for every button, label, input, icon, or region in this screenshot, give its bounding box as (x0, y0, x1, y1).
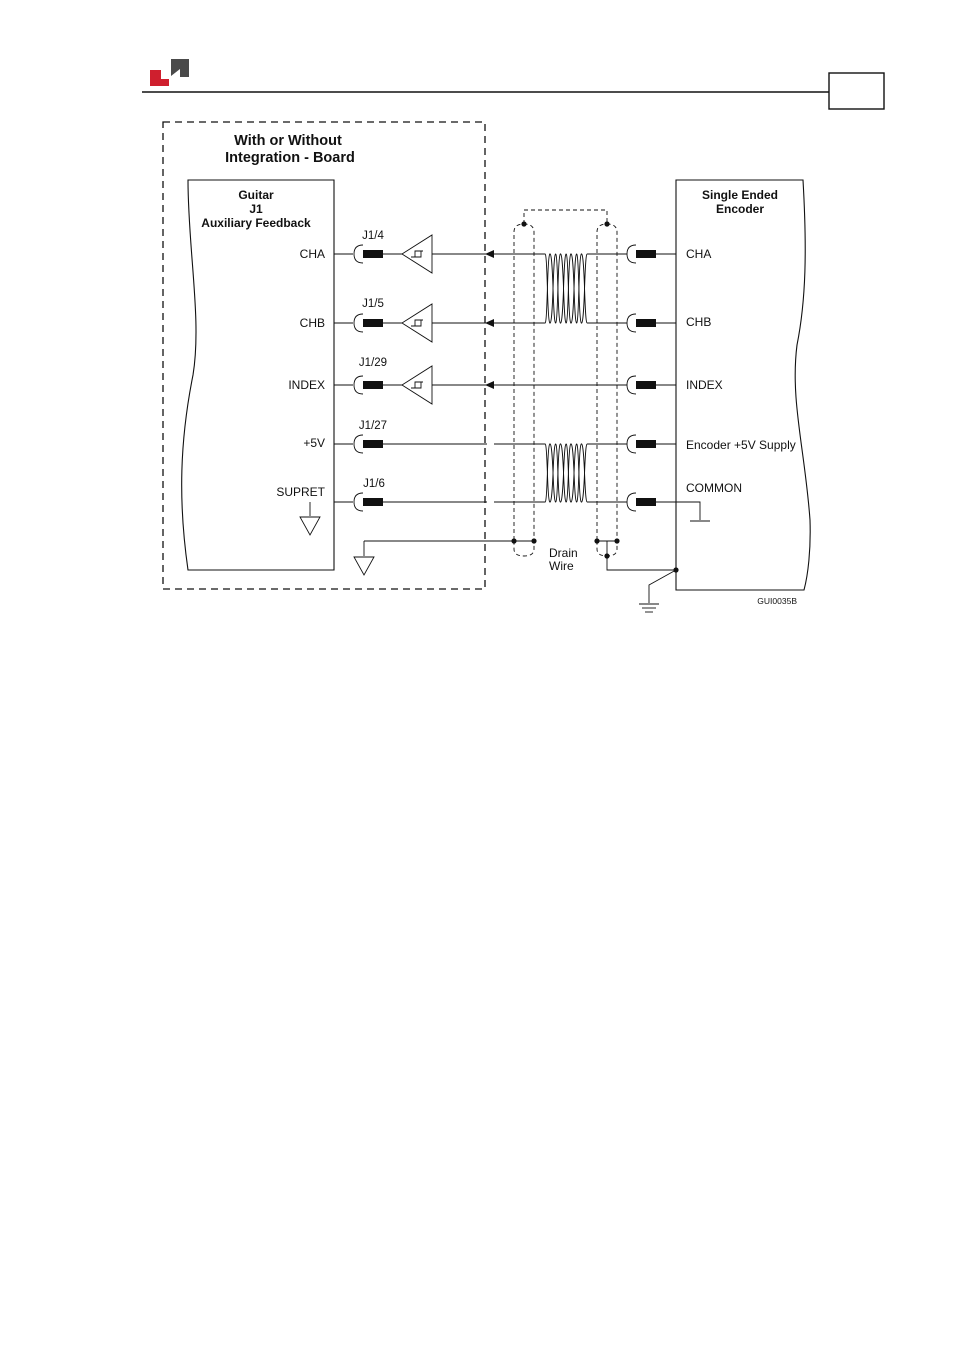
twisted-pairs (545, 254, 587, 502)
signal-arrow-icon (485, 319, 494, 327)
twisted-pair-wire (545, 254, 587, 323)
drive-pin-label: J1/27 (359, 420, 387, 432)
encoder-signal-common: COMMON (686, 481, 742, 495)
drive-connector-socket (354, 314, 363, 332)
encoder-signal-index: INDEX (686, 378, 723, 392)
ground-symbol-board (354, 557, 374, 575)
encoder-title-line2: Encoder (716, 202, 764, 216)
cable-shield (514, 210, 617, 556)
logo-grey-mark (171, 59, 189, 77)
figure-id: GUI0035B (757, 596, 797, 606)
drain-node (594, 538, 599, 543)
encoder-connector-socket (627, 435, 636, 453)
drain-ground-wiring (300, 502, 710, 612)
drain-wire-label-line1: Drain (549, 546, 578, 560)
encoder-connector-pin (636, 250, 656, 258)
drive-signal-label: INDEX (288, 378, 325, 392)
encoder-signal-chb: CHB (686, 315, 711, 329)
signal-arrow-icon (485, 250, 494, 258)
schmitt-buffer-icon (402, 366, 432, 404)
drive-connector-pin (363, 440, 383, 448)
drive-signal-rows: CHA J1/4 CHB J1/5 INDEX J1/29 +5V J1/27 … (276, 230, 387, 499)
signal-arrow-icon (485, 381, 494, 389)
board-group-frame (163, 122, 485, 589)
board-group-title-line2: Integration - Board (225, 150, 355, 166)
encoder-connector-socket (627, 376, 636, 394)
page-number-box (829, 73, 884, 109)
schmitt-buffer-icon (402, 235, 432, 273)
chassis-node (604, 553, 609, 558)
hysteresis-icon (411, 382, 423, 388)
twisted-pair-wire (545, 444, 587, 502)
drive-pin-label: J1/29 (359, 357, 387, 369)
drive-title-line3: Auxiliary Feedback (201, 216, 311, 230)
company-logo (150, 59, 189, 86)
encoder-connector-pin (636, 440, 656, 448)
drain-to-chassis (607, 541, 676, 570)
drive-connector-socket (354, 493, 363, 511)
shield-bridge (524, 210, 607, 224)
shield-node (604, 221, 609, 226)
drain-node (614, 538, 619, 543)
drive-connector-socket (354, 376, 363, 394)
drive-title-line1: Guitar (238, 188, 274, 202)
drive-signal-label: CHA (300, 247, 325, 261)
drive-connector-pin (363, 381, 383, 389)
encoder-title-line1: Single Ended (702, 188, 778, 202)
encoder-connector-socket (627, 245, 636, 263)
drive-signal-label: +5V (303, 436, 325, 450)
board-group-title-line1: With or Without (234, 133, 342, 149)
encoder-connector-pin (636, 319, 656, 327)
encoder-connector-pin (636, 498, 656, 506)
shield-left (514, 224, 534, 556)
chassis-ground-lead (649, 570, 676, 603)
drive-box (182, 180, 334, 570)
wiring-layer (334, 235, 676, 511)
drive-pin-label: J1/6 (363, 478, 385, 490)
twisted-pair-wire (545, 254, 587, 323)
hysteresis-icon (411, 320, 423, 326)
shield-node (521, 221, 526, 226)
drive-signal-label: SUPRET (276, 485, 325, 499)
drive-connector-pin (363, 319, 383, 327)
drain-wire-label-line2: Wire (549, 559, 574, 573)
schmitt-buffer-icon (402, 304, 432, 342)
shield-right (597, 224, 617, 556)
encoder-connector-socket (627, 493, 636, 511)
logo-red-mark (150, 70, 169, 86)
encoder-signal-cha: CHA (686, 247, 711, 261)
twisted-pair-wire (545, 444, 587, 502)
drive-connector-socket (354, 245, 363, 263)
hysteresis-icon (411, 251, 423, 257)
drive-pin-label: J1/4 (362, 230, 384, 242)
ground-symbol-supret (300, 517, 320, 535)
encoder-signal-5v-supply: Encoder +5V Supply (686, 438, 796, 452)
drive-connector-pin (363, 250, 383, 258)
drive-connector-socket (354, 435, 363, 453)
common-ground-lead (676, 502, 700, 520)
drain-node (511, 538, 516, 543)
encoder-connector-pin (636, 381, 656, 389)
encoder-connector-socket (627, 314, 636, 332)
drive-connector-pin (363, 498, 383, 506)
drive-title-line2: J1 (249, 202, 263, 216)
drain-node (531, 538, 536, 543)
drive-pin-label: J1/5 (362, 298, 384, 310)
drive-signal-label: CHB (300, 316, 325, 330)
drive-row-supret: SUPRET J1/6 (276, 478, 385, 499)
